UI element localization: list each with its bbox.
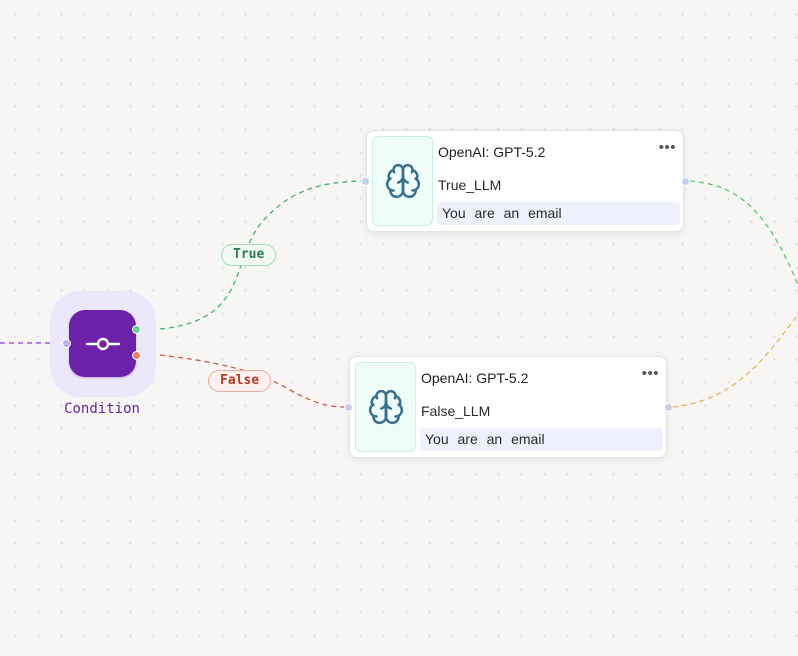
brain-icon	[368, 389, 403, 425]
edge-label-false[interactable]: False	[208, 370, 272, 392]
llm-node-output-handle[interactable]	[664, 403, 673, 412]
toggle-switch-icon	[85, 337, 120, 350]
llm-node-output-handle[interactable]	[681, 177, 690, 186]
condition-true-handle[interactable]	[132, 325, 141, 334]
llm-node-name: True_LLM	[438, 177, 502, 193]
edge-false-out[interactable]	[672, 314, 798, 408]
condition-false-handle[interactable]	[132, 351, 141, 360]
more-options-icon[interactable]: •••	[641, 365, 659, 382]
condition-input-handle[interactable]	[62, 339, 71, 348]
llm-node-prompt-preview[interactable]: You are an email	[437, 202, 680, 225]
llm-node-input-handle[interactable]	[361, 177, 370, 186]
condition-node-label: Condition	[64, 401, 140, 417]
llm-node-true[interactable]: OpenAI: GPT-5.2 ••• True_LLM You are an …	[361, 130, 690, 232]
llm-node-false[interactable]: OpenAI: GPT-5.2 ••• False_LLM You are an…	[344, 356, 673, 458]
llm-node-title: OpenAI: GPT-5.2	[438, 144, 546, 160]
edge-true-out[interactable]	[689, 180, 798, 286]
edge-false[interactable]	[159, 354, 346, 408]
condition-node-body[interactable]	[69, 310, 136, 377]
brain-icon	[385, 163, 420, 199]
llm-node-prompt-preview[interactable]: You are an email	[420, 428, 663, 451]
more-options-icon[interactable]: •••	[658, 139, 676, 156]
edge-label-true[interactable]: True	[221, 244, 277, 266]
llm-node-input-handle[interactable]	[344, 403, 353, 412]
llm-node-icon-box	[372, 136, 433, 226]
edge-true[interactable]	[159, 180, 363, 330]
llm-node-name: False_LLM	[421, 403, 491, 419]
llm-node-icon-box	[355, 362, 416, 452]
llm-node-title: OpenAI: GPT-5.2	[421, 370, 529, 386]
